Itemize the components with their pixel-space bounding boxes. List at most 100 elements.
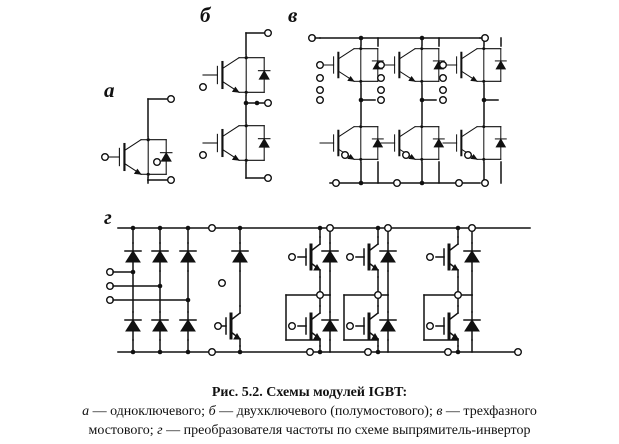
diode xyxy=(151,311,169,341)
igbt-cell xyxy=(379,122,446,164)
igbt-cell xyxy=(201,121,272,165)
panel-label-b: б xyxy=(200,3,211,27)
junction-dot xyxy=(130,225,136,231)
diode xyxy=(124,242,142,272)
junction-dot xyxy=(317,349,323,355)
diode xyxy=(231,242,249,272)
terminal xyxy=(326,223,335,232)
igbt-cell xyxy=(434,235,460,279)
junction-dot xyxy=(419,180,425,186)
terminal xyxy=(377,61,386,70)
terminal xyxy=(464,150,473,159)
terminal xyxy=(198,150,207,159)
igbt-cell xyxy=(103,135,174,179)
terminal xyxy=(217,279,226,288)
terminal xyxy=(316,85,325,94)
diode xyxy=(321,311,339,341)
terminal xyxy=(341,150,350,159)
diode xyxy=(379,311,397,341)
terminal xyxy=(384,223,393,232)
junction-dot xyxy=(130,349,136,355)
terminal xyxy=(377,73,386,82)
igbt-schematics xyxy=(100,29,531,357)
figure-area: а б в г xyxy=(100,3,531,357)
igbt-cell xyxy=(441,122,508,164)
terminal xyxy=(455,178,464,187)
terminal xyxy=(316,73,325,82)
terminal xyxy=(316,61,325,70)
terminal xyxy=(166,175,175,184)
igbt-cell xyxy=(201,53,272,97)
diode xyxy=(151,242,169,272)
terminal xyxy=(207,223,216,232)
terminal xyxy=(264,98,273,107)
terminal xyxy=(444,348,453,357)
igbt-cell xyxy=(296,235,322,279)
igbt-cell xyxy=(318,44,385,86)
terminal xyxy=(393,178,402,187)
terminal xyxy=(468,223,477,232)
terminal xyxy=(207,348,216,357)
terminal xyxy=(198,82,207,91)
panel-label-v: в xyxy=(288,3,298,27)
terminal xyxy=(316,95,325,104)
junction-dot xyxy=(157,349,163,355)
igbt-cell xyxy=(379,44,446,86)
junction-dot xyxy=(358,180,364,186)
terminal xyxy=(364,348,373,357)
terminal xyxy=(439,73,448,82)
terminal xyxy=(374,291,383,300)
terminal xyxy=(346,252,355,261)
terminal xyxy=(481,178,490,187)
diode xyxy=(321,242,339,272)
terminal xyxy=(454,291,463,300)
igbt-cell xyxy=(318,122,385,164)
terminal xyxy=(100,152,109,161)
junction-dot xyxy=(185,349,191,355)
terminal xyxy=(332,178,341,187)
diode xyxy=(463,311,481,341)
igbt-cell xyxy=(354,235,380,279)
junction-dot xyxy=(455,349,461,355)
junction-dot xyxy=(419,35,425,41)
terminal xyxy=(426,252,435,261)
junction-dot xyxy=(375,349,381,355)
figure-caption: Рис. 5.2. Схемы модулей IGBT: а — однокл… xyxy=(0,383,619,440)
terminal xyxy=(316,291,325,300)
terminal xyxy=(264,29,273,38)
caption-title: Рис. 5.2. Схемы модулей IGBT: xyxy=(211,385,408,400)
terminal xyxy=(439,61,448,70)
caption-line-1: а — одноключевого; б — двухключевого (по… xyxy=(82,404,537,419)
terminal xyxy=(213,322,222,331)
terminal xyxy=(439,95,448,104)
terminal xyxy=(439,85,448,94)
terminal xyxy=(402,150,411,159)
terminal xyxy=(264,173,273,182)
diode xyxy=(463,242,481,272)
panel-label-g: г xyxy=(104,205,112,229)
terminal xyxy=(166,94,175,103)
junction-dot xyxy=(317,225,323,231)
caption-line-2: мостового; г — преобразователя частоты п… xyxy=(88,423,531,438)
terminal xyxy=(377,85,386,94)
terminal xyxy=(514,348,523,357)
diode xyxy=(179,311,197,341)
terminal xyxy=(288,252,297,261)
junction-dot xyxy=(157,225,163,231)
terminal xyxy=(346,322,355,331)
junction-dot xyxy=(237,349,243,355)
igbt-cell xyxy=(441,44,508,86)
panel-label-a: а xyxy=(104,78,115,102)
terminal xyxy=(306,348,315,357)
junction-dot xyxy=(455,225,461,231)
diode xyxy=(124,311,142,341)
terminal xyxy=(377,95,386,104)
terminal xyxy=(426,322,435,331)
junction-dot xyxy=(375,225,381,231)
junction-dot xyxy=(237,225,243,231)
junction-dot xyxy=(358,35,364,41)
diode xyxy=(179,242,197,272)
terminal xyxy=(152,157,161,166)
diode xyxy=(379,242,397,272)
terminal xyxy=(288,322,297,331)
